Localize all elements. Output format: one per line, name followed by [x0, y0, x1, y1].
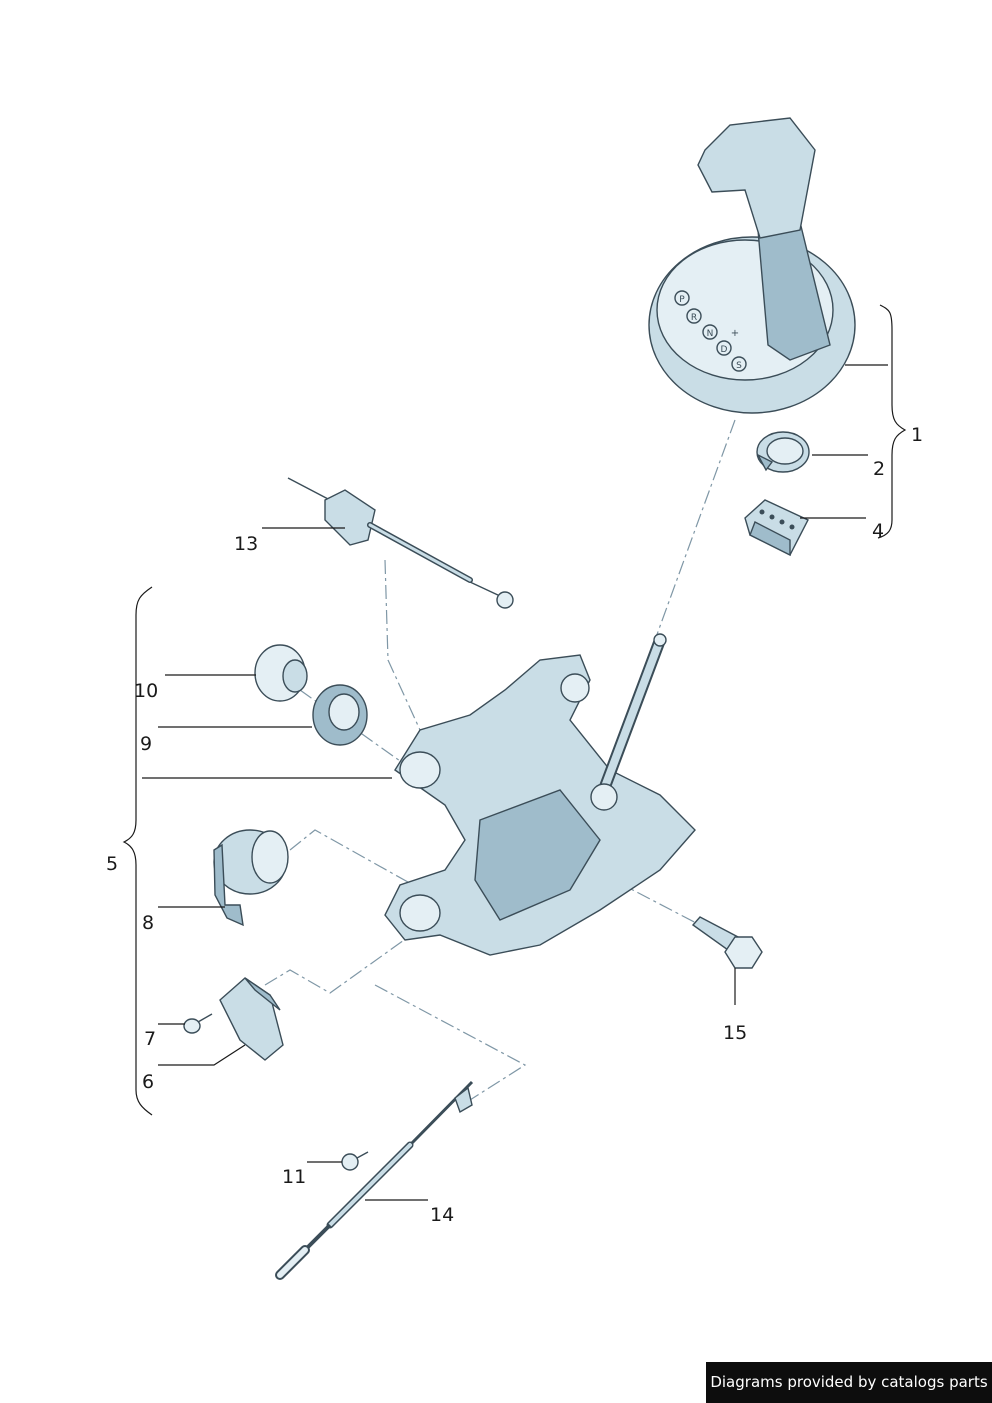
- callout-2: 2: [873, 458, 885, 480]
- gear-letter-1: R: [691, 313, 697, 323]
- callout-1: 1: [911, 424, 923, 446]
- gear-letter-3: D: [721, 345, 728, 355]
- shift-knob-assembly: P R N D S +: [648, 117, 856, 414]
- gear-indicator: P R N D S +: [674, 290, 747, 372]
- callout-15: 15: [723, 1022, 747, 1044]
- callout-4: 4: [872, 520, 884, 542]
- flange-bushing: [254, 644, 308, 702]
- solenoid: [213, 829, 289, 927]
- mounting-bracket: [219, 977, 284, 1061]
- shift-cable: [287, 477, 514, 609]
- callout-6: 6: [142, 1071, 154, 1093]
- callout-9: 9: [140, 733, 152, 755]
- rubber-bushing: [312, 684, 368, 746]
- callout-14: 14: [430, 1204, 454, 1226]
- credit-banner: Diagrams provided by catalogs parts: [706, 1362, 992, 1403]
- release-cable: [275, 1080, 474, 1280]
- callout-labels: 1 2 4 5 6 7 8 9 10 11 13 14 15: [106, 424, 923, 1226]
- callout-7: 7: [144, 1028, 156, 1050]
- callout-10: 10: [134, 680, 158, 702]
- gear-letter-5: +: [731, 328, 739, 339]
- selector-housing: [384, 633, 696, 956]
- ring-clip: [756, 431, 810, 473]
- callout-5: 5: [106, 853, 118, 875]
- callout-8: 8: [142, 912, 154, 934]
- callout-13: 13: [234, 533, 258, 555]
- callout-11: 11: [282, 1166, 306, 1188]
- gear-letter-0: P: [679, 295, 685, 305]
- hex-bolt: [691, 916, 763, 969]
- connector-block: [744, 499, 809, 557]
- gear-letter-4: S: [736, 361, 742, 371]
- screw-cable: [341, 1151, 369, 1171]
- leader-lines: [122, 304, 907, 1201]
- screw-small: [183, 1013, 213, 1034]
- gear-letter-2: N: [707, 329, 714, 339]
